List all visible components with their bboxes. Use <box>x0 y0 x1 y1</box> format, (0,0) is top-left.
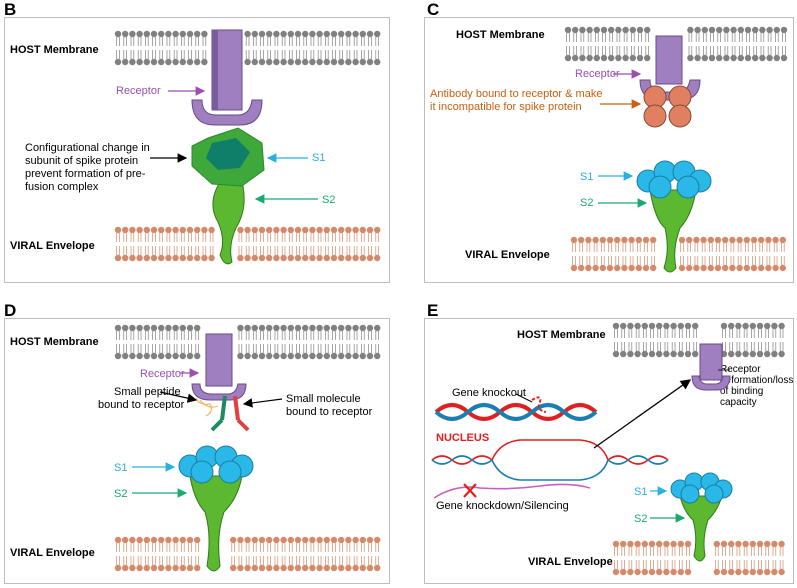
panel-b-note-line-1: Configurational change in <box>25 142 150 154</box>
panel-e-host-membrane <box>612 322 785 358</box>
panel-c-antibody-line-2: it incompatible for spike protein <box>430 101 582 113</box>
panel-b-receptor-label: Receptor <box>116 85 161 97</box>
panel-d-molecule-line-1: Small molecule <box>286 393 361 405</box>
panel-d-letter: D <box>4 301 17 320</box>
panel-d-peptide-line-2: bound to receptor <box>98 399 185 411</box>
panel-d-s1-label: S1 <box>114 462 128 474</box>
panel-c-s1-label: S1 <box>580 171 594 183</box>
panel-e-gene-knockout-label: Gene knockout <box>452 387 526 399</box>
panel-e-letter: E <box>427 301 439 320</box>
panel-b-viral-envelope <box>114 226 381 262</box>
panel-e-viral-envelope-label: VIRAL Envelope <box>528 556 613 568</box>
panel-e-dna-transcription-bubble <box>431 439 669 499</box>
panel-e-receptor-line-1: Receptor <box>720 364 761 375</box>
panel-e-receptor <box>691 343 731 391</box>
panel-d-receptor <box>191 333 247 401</box>
panel-b-note-line-4: fusion complex <box>25 181 99 193</box>
panel-c-s2-label: S2 <box>580 197 594 209</box>
panel-b-viral-envelope-label: VIRAL Envelope <box>10 240 95 252</box>
panel-b-note-line-3: prevent formation of pre- <box>25 168 146 180</box>
panel-d-small-molecule <box>210 395 250 432</box>
panel-d-molecule-line-2: bound to receptor <box>286 406 373 418</box>
membrane-layers <box>114 26 788 576</box>
panel-e-x-mark <box>463 483 477 498</box>
panel-c-antibody-line-1: Antibody bound to receptor & make <box>430 88 603 100</box>
panel-c-host-membrane-label: HOST Membrane <box>456 29 545 41</box>
panel-d-receptor-label: Receptor <box>140 368 185 380</box>
panel-b-receptor <box>191 29 263 126</box>
panel-d-peptide-line-1: Small peptide <box>114 386 181 398</box>
panel-e-dna-double-helix <box>434 403 598 421</box>
panel-c-letter: C <box>427 0 440 19</box>
panel-d-spike-protein <box>178 445 254 572</box>
panel-c-receptor-label: Receptor <box>575 68 620 80</box>
panel-e-host-membrane-label: HOST Membrane <box>517 329 606 341</box>
panel-e-nucleus-label: NUCLEUS <box>436 432 490 444</box>
panel-e-s1-label: S1 <box>634 486 648 498</box>
panel-e-s2-label: S2 <box>634 513 648 525</box>
panel-b-note-line-2: subunit of spike protein <box>25 155 139 167</box>
panel-e-viral-envelope <box>612 540 785 576</box>
panel-d-s2-label: S2 <box>114 488 128 500</box>
panel-c-host-membrane <box>564 26 788 62</box>
panel-e-spike-protein <box>670 472 733 562</box>
panel-b-s1-label: S1 <box>312 152 326 164</box>
panel-b-host-membrane-label: HOST Membrane <box>10 44 99 56</box>
panel-b-spike-protein <box>191 127 265 265</box>
panel-d-viral-envelope-label: VIRAL Envelope <box>10 547 95 559</box>
panel-d-small-peptide <box>195 397 219 417</box>
panel-b-letter: B <box>4 0 17 19</box>
panel-e-receptor-line-3: of binding capacity <box>720 386 764 408</box>
panel-c-antibody <box>643 85 692 128</box>
panel-e <box>424 318 794 584</box>
panel-c-viral-envelope <box>570 236 786 272</box>
panel-e-knockdown-label: Gene knockdown/Silencing <box>436 500 569 512</box>
panel-c-viral-envelope-label: VIRAL Envelope <box>465 249 550 261</box>
panel-d-host-membrane <box>114 324 381 360</box>
panel-c-spike-protein <box>636 160 712 273</box>
panel-e-receptor-line-2: deformation/loss <box>720 375 794 386</box>
panel-b-s2-label: S2 <box>322 194 336 206</box>
panel-d-viral-envelope <box>114 536 381 572</box>
panel-b-host-membrane <box>114 30 381 66</box>
panel-d-host-membrane-label: HOST Membrane <box>10 336 99 348</box>
